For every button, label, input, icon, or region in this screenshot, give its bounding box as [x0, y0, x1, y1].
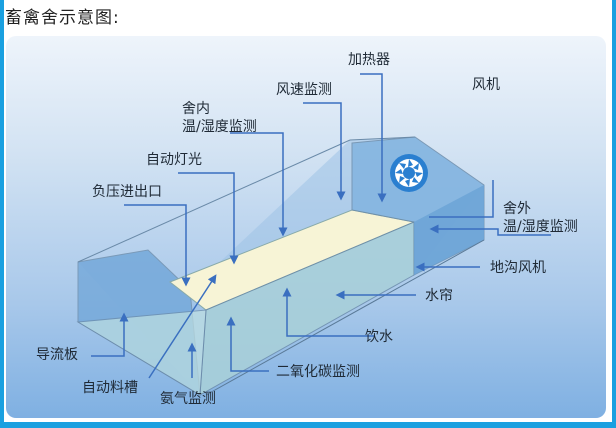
diagram-title: 畜禽舍示意图:	[5, 8, 120, 28]
label-outside-temp-2: 温/湿度监测	[503, 219, 578, 235]
label-wind-speed: 风速监测	[276, 82, 332, 98]
label-auto-trough: 自动料槽	[82, 380, 138, 396]
barn-illustration	[76, 73, 551, 396]
label-auto-light: 自动灯光	[146, 152, 202, 168]
label-water-curtain: 水帘	[425, 288, 453, 304]
label-drinking-water: 饮水	[365, 329, 393, 345]
label-fan: 风机	[472, 77, 500, 93]
label-trench-fan: 地沟风机	[490, 260, 546, 276]
label-inside-temp-1: 舍内	[182, 101, 210, 117]
diagram-panel	[6, 36, 606, 418]
label-negative-pressure: 负压进出口	[92, 184, 162, 200]
label-heater: 加热器	[348, 52, 390, 68]
fan-icon	[390, 154, 428, 192]
label-outside-temp-1: 舍外	[503, 201, 531, 217]
label-inside-temp-2: 温/湿度监测	[182, 119, 257, 135]
label-deflector: 导流板	[36, 347, 78, 363]
label-co2: 二氧化碳监测	[276, 364, 360, 380]
label-ammonia: 氨气监测	[160, 391, 216, 407]
